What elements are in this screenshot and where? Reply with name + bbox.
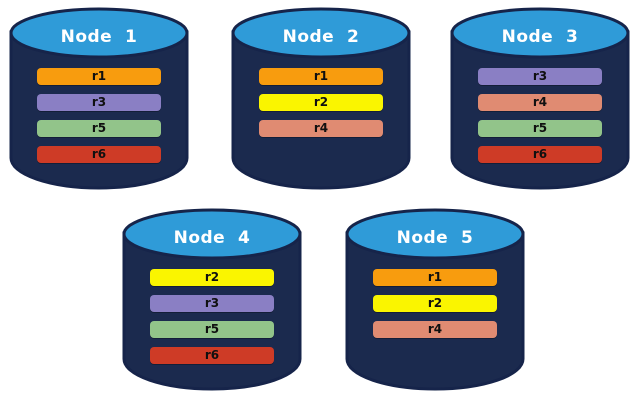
shard-bar[interactable]: r1 [259,68,383,85]
cylinder-top-disc [450,7,630,59]
shard-bar[interactable]: r6 [478,146,602,163]
shard-label: r4 [313,121,329,135]
shard-bar[interactable]: r5 [478,120,602,137]
shard-label: r2 [427,296,443,310]
shard-bar[interactable]: r4 [478,94,602,111]
shard-bar[interactable]: r2 [373,295,497,312]
shard-label: r3 [532,69,548,83]
shard-label: r1 [91,69,107,83]
shard-bar[interactable]: r2 [150,269,274,286]
shard-list: r1 r2 r4 [344,269,526,347]
shard-bar[interactable]: r4 [259,120,383,137]
shard-bar[interactable]: r3 [37,94,161,111]
shard-bar[interactable]: r5 [150,321,274,338]
shard-label: r2 [313,95,329,109]
shard-list: r3 r4 r5 r6 [449,68,631,172]
shard-label: r2 [204,270,220,284]
cylinder-top-disc [231,7,411,59]
shard-list: r1 r3 r5 r6 [8,68,190,172]
cylinder-top-disc [122,208,302,260]
shard-label: r1 [313,69,329,83]
shard-label: r3 [204,296,220,310]
shard-bar[interactable]: r4 [373,321,497,338]
shard-bar[interactable]: r3 [150,295,274,312]
shard-label: r4 [532,95,548,109]
shard-bar[interactable]: r2 [259,94,383,111]
shard-bar[interactable]: r6 [150,347,274,364]
cylinder-top-disc [345,208,525,260]
shard-label: r6 [532,147,548,161]
shard-bar[interactable]: r6 [37,146,161,163]
shard-list: r1 r2 r4 [230,68,412,146]
shard-label: r5 [91,121,107,135]
shard-label: r6 [204,348,220,362]
cylinder-top-disc [9,7,189,59]
shard-label: r3 [91,95,107,109]
shard-bar[interactable]: r3 [478,68,602,85]
shard-label: r6 [91,147,107,161]
shard-label: r4 [427,322,443,336]
shard-label: r5 [532,121,548,135]
shard-bar[interactable]: r1 [37,68,161,85]
shard-label: r1 [427,270,443,284]
shard-list: r2 r3 r5 r6 [121,269,303,373]
shard-label: r5 [204,322,220,336]
shard-bar[interactable]: r1 [373,269,497,286]
shard-bar[interactable]: r5 [37,120,161,137]
